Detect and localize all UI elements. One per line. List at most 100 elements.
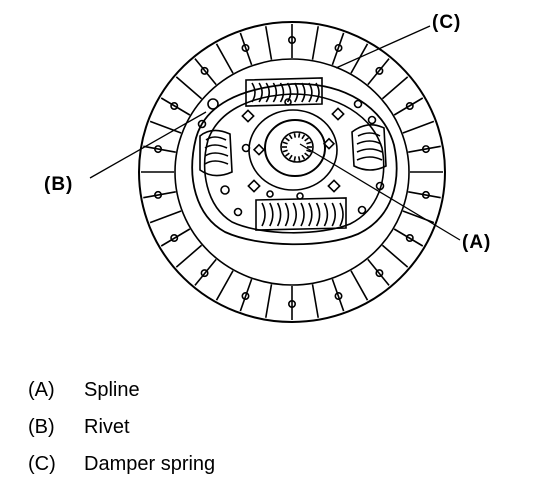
hub-window	[331, 107, 345, 121]
damper-spring-left	[199, 129, 233, 177]
spring-coil	[265, 82, 271, 103]
facing-slot	[311, 284, 320, 318]
facing-slots	[141, 24, 443, 320]
facing-rivet-hole	[287, 35, 296, 44]
spline-tooth	[301, 154, 306, 160]
spring-coil	[251, 82, 256, 103]
facing-rivet-hole	[287, 299, 296, 308]
facing-rivet-hole	[170, 102, 179, 111]
facing-slot	[160, 97, 191, 116]
spring-coil	[339, 202, 344, 227]
facing-slot	[367, 58, 390, 86]
outer-rim	[138, 21, 446, 323]
legend-key: (A)	[28, 379, 55, 401]
damper-spring-bottom	[255, 197, 347, 231]
spline-tooth	[304, 152, 309, 157]
legend-key: (C)	[28, 453, 56, 475]
rivet	[241, 143, 251, 153]
legend-item-b: (B) Rivet	[28, 409, 215, 446]
spline-tooth	[282, 149, 288, 153]
callout-c: (C)	[432, 12, 461, 33]
facing-slot	[331, 32, 345, 66]
hub-window	[327, 179, 341, 193]
legend-item-c: (C) Damper spring	[28, 446, 215, 483]
spline-tooth	[288, 154, 293, 160]
facing-slot	[194, 58, 217, 86]
facing-slot	[264, 26, 273, 60]
hub-window	[252, 143, 266, 156]
rivet	[233, 207, 243, 217]
facing-rivet-hole	[405, 102, 414, 111]
facing-slot	[350, 270, 369, 301]
rivet	[375, 181, 385, 191]
spring-coil	[308, 82, 313, 103]
rivet	[357, 205, 367, 215]
spline-tooth	[293, 156, 297, 161]
spring-coil	[286, 82, 292, 103]
hub-plate	[191, 83, 398, 246]
spring-coil	[292, 202, 297, 227]
spring-coil	[293, 82, 299, 103]
spline-tooth	[304, 137, 309, 142]
facing-slot	[393, 228, 424, 247]
legend-item-a: (A) Spline	[28, 372, 215, 409]
rivet	[197, 119, 207, 129]
facing-slot	[311, 26, 320, 60]
facing-inner-edge	[174, 58, 410, 286]
spline-tooth	[297, 156, 301, 161]
facing-rivet-hole	[375, 269, 384, 278]
hub-flange	[248, 109, 338, 191]
facing-slot	[175, 76, 203, 100]
leader-line-b	[89, 111, 207, 179]
spring-coil	[261, 202, 266, 227]
facing-rivet-holes	[154, 35, 430, 308]
spring-coil	[301, 82, 306, 103]
damper-spring-top	[245, 77, 323, 107]
spring-coil	[300, 202, 305, 227]
spring-coil	[284, 202, 290, 227]
damper-spring-right	[351, 124, 387, 171]
facing-slot	[381, 244, 409, 268]
spring-coil	[308, 202, 313, 227]
legend-text: Spline	[84, 379, 140, 401]
spring-coil	[315, 202, 321, 227]
spline-tooth	[306, 149, 312, 153]
clutch-disc-diagram: (C) (B) (A)	[44, 12, 491, 323]
facing-slot	[175, 244, 203, 268]
facing-slot	[149, 210, 182, 224]
facing-slot	[194, 258, 217, 286]
facing-rivet-hole	[421, 190, 430, 199]
spring-coil	[272, 82, 278, 103]
facing-slot	[239, 278, 253, 312]
leader-line-c	[335, 25, 431, 69]
legend-key: (B)	[28, 416, 55, 438]
callout-a: (A)	[462, 232, 491, 253]
facing-slot	[350, 43, 369, 74]
facing-slot	[160, 228, 191, 247]
facing-slot	[215, 43, 234, 74]
spring-coil	[269, 202, 274, 227]
spring-coil	[323, 202, 329, 227]
facing-rivet-hole	[241, 43, 250, 52]
hub-boss	[264, 119, 326, 177]
facing-rivet-hole	[375, 66, 384, 75]
facing-slot	[143, 191, 176, 199]
facing-rivet-hole	[200, 66, 209, 75]
spline-tooth	[306, 141, 312, 145]
legend-text: Damper spring	[84, 453, 216, 475]
facing-rivet-hole	[334, 292, 343, 301]
spline-bore	[280, 131, 314, 163]
rivet	[353, 99, 363, 109]
spring-coil	[331, 202, 336, 227]
facing-rivet-hole	[200, 269, 209, 278]
facing-slot	[402, 120, 435, 134]
spring-coil	[276, 202, 282, 227]
rivet	[367, 115, 377, 125]
rivet	[207, 98, 219, 110]
spring-coil	[315, 82, 320, 103]
spline-teeth	[282, 133, 312, 161]
hub-window	[247, 179, 261, 193]
facing-rivet-hole	[241, 292, 250, 301]
legend: (A) Spline (B) Rivet (C) Damper spring	[28, 372, 215, 483]
rivet	[296, 192, 304, 200]
